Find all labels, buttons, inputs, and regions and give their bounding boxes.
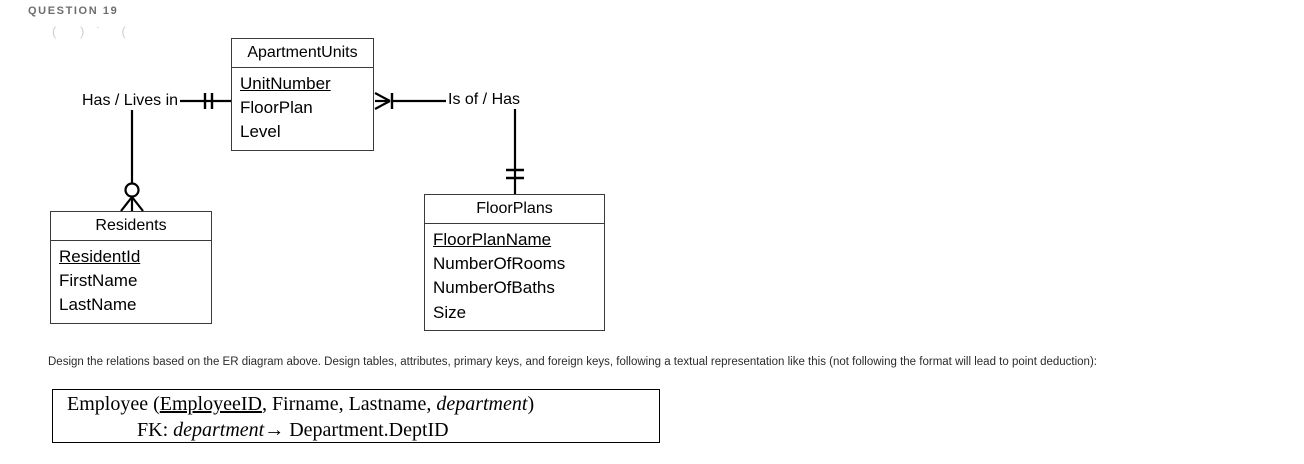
- attribute-unitnumber: UnitNumber: [240, 74, 331, 94]
- attribute-floorplanname: FloorPlanName: [433, 230, 552, 250]
- example-relation-prefix: Employee (: [67, 393, 160, 415]
- entity-apartmentunits-attributes: UnitNumber FloorPlan Level: [232, 68, 373, 149]
- example-fk-prefix: FK:: [137, 419, 174, 441]
- attribute-residentid: ResidentId: [59, 247, 141, 267]
- entity-apartmentunits-title: ApartmentUnits: [232, 39, 373, 69]
- attribute-numberofrooms: NumberOfRooms: [433, 254, 566, 274]
- example-format-box: Employee (EmployeeID, Firname, Lastname,…: [52, 389, 660, 443]
- example-relation-mid: , Firname, Lastname,: [261, 393, 437, 415]
- entity-floorplans-attributes: FloorPlanName NumberOfRooms NumberOfBath…: [425, 224, 604, 330]
- instruction-text: Design the relations based on the ER dia…: [48, 356, 1097, 368]
- entity-residents-attributes: ResidentId FirstName LastName: [51, 241, 211, 322]
- entity-residents: Residents ResidentId FirstName LastName: [50, 211, 212, 324]
- example-relation-line: Employee (EmployeeID, Firname, Lastname,…: [53, 390, 659, 417]
- scan-artifact: ( ) ̇ (: [52, 24, 136, 39]
- attribute-lastname: LastName: [59, 295, 137, 315]
- crowsfoot-apartment-bottom: [374, 100, 391, 110]
- cardinality-zero-circle: [124, 182, 140, 198]
- crowsfoot-apartment-top: [374, 92, 391, 102]
- entity-floorplans: FloorPlans FloorPlanName NumberOfRooms N…: [424, 194, 605, 331]
- crowsfoot-residents-right: [131, 196, 144, 212]
- attribute-numberofbaths: NumberOfBaths: [433, 278, 555, 298]
- example-relation-fk: department: [436, 393, 528, 415]
- er-diagram: ApartmentUnits UnitNumber FloorPlan Leve…: [50, 38, 605, 331]
- crowsfoot-residents-left: [120, 196, 133, 212]
- entity-apartmentunits: ApartmentUnits UnitNumber FloorPlan Leve…: [231, 38, 374, 151]
- entity-residents-title: Residents: [51, 212, 211, 242]
- attribute-level: Level: [240, 122, 281, 142]
- example-relation-pk: EmployeeID: [159, 393, 262, 415]
- example-fk-target: Department.DeptID: [284, 419, 449, 441]
- example-relation-suffix: ): [527, 393, 535, 415]
- page-title: QUESTION 19: [28, 5, 119, 17]
- example-fk-attribute: department: [173, 419, 265, 441]
- attribute-firstname: FirstName: [59, 271, 138, 291]
- relationship-label-has-lives-in: Has / Lives in: [80, 92, 181, 110]
- attribute-floorplan: FloorPlan: [240, 98, 313, 118]
- arrow-icon: →: [264, 419, 285, 441]
- entity-floorplans-title: FloorPlans: [425, 195, 604, 225]
- attribute-size: Size: [433, 302, 467, 322]
- relationship-label-is-of-has: Is of / Has: [446, 91, 523, 109]
- example-fk-line: FK: department→ Department.DeptID: [53, 417, 659, 443]
